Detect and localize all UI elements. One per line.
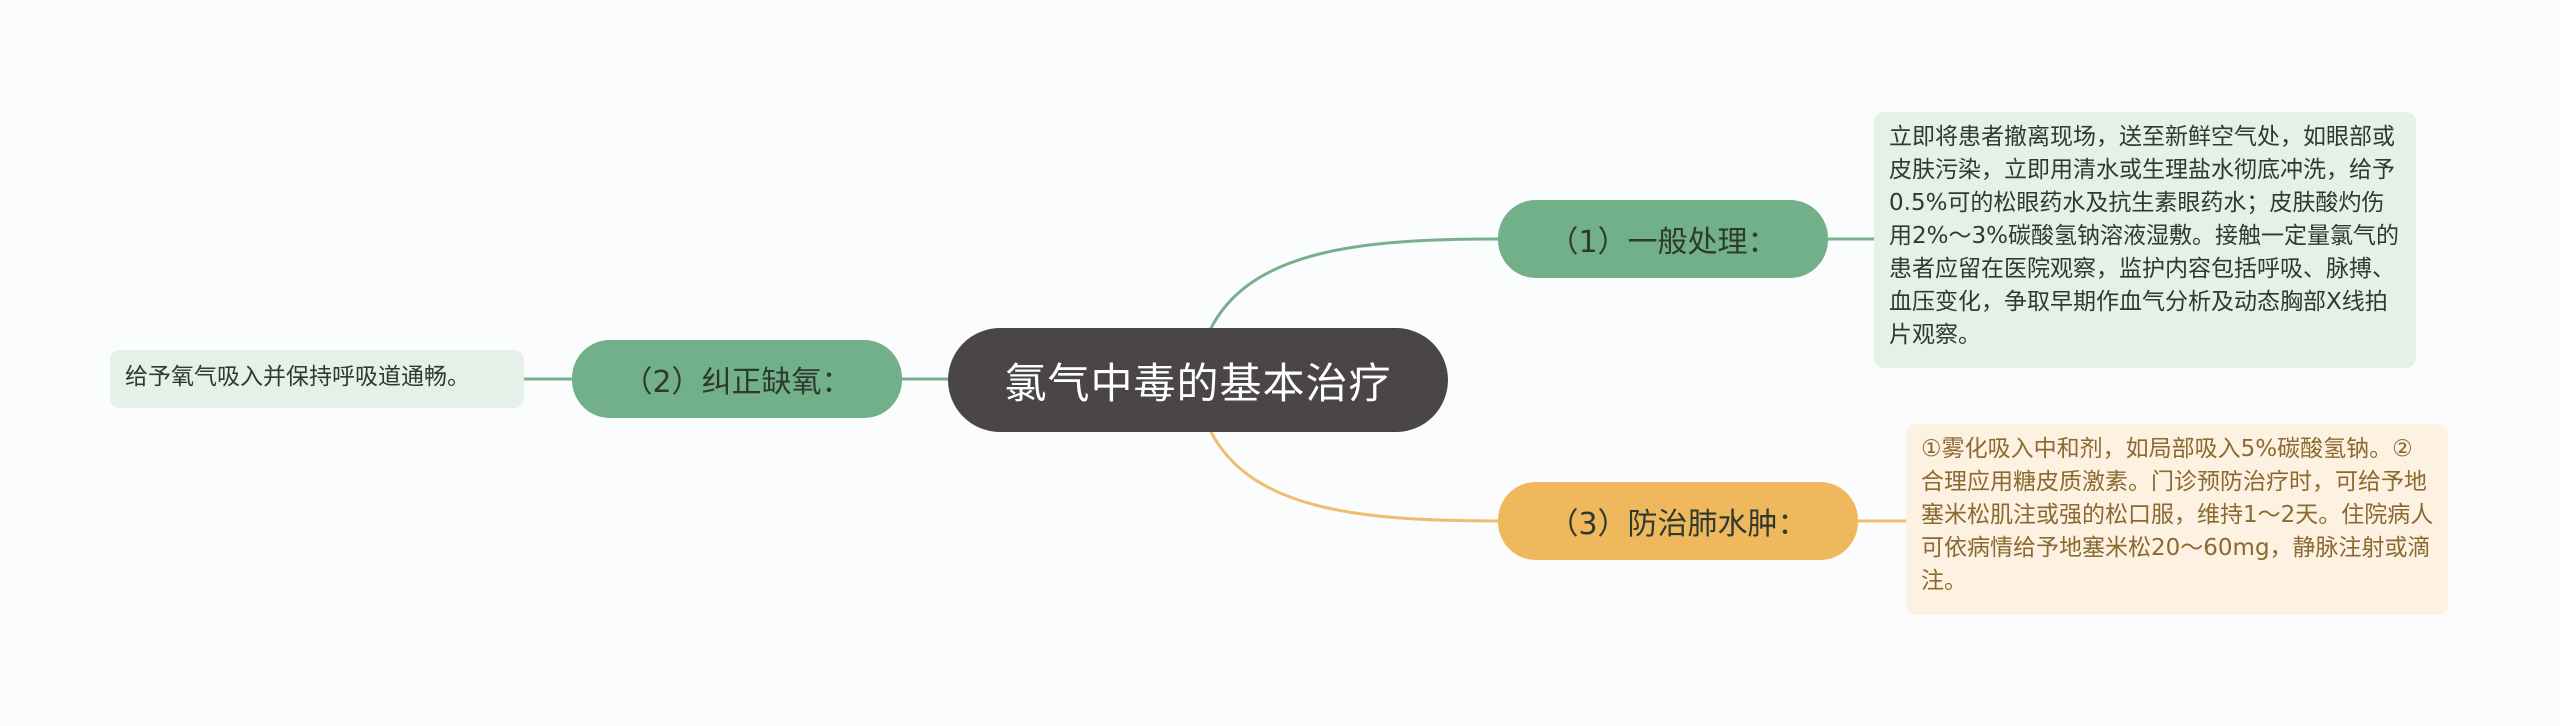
link-root-to-branch-3 — [1208, 429, 1499, 523]
note-text: 立即将患者撤离现场，送至新鲜空气处，如眼部或皮肤污染，立即用清水或生理盐水彻底冲… — [1889, 124, 2399, 348]
branch-pulmonary-edema[interactable]: （3）防治肺水肿： — [1498, 482, 1858, 560]
branch-correct-hypoxia[interactable]: （2）纠正缺氧： — [572, 340, 902, 418]
link-root-to-branch-1 — [1208, 237, 1499, 331]
root-topic-label: 氯气中毒的基本治疗 — [1004, 358, 1392, 408]
branch-label: （3）防治肺水肿： — [1548, 507, 1808, 542]
branch-label: （2）纠正缺氧： — [622, 365, 852, 400]
note-text: 给予氧气吸入并保持呼吸道通畅。 — [125, 364, 470, 390]
branch-label: （1）一般处理： — [1548, 225, 1778, 260]
note-text: ①雾化吸入中和剂，如局部吸入5%碳酸氢钠。②合理应用糖皮质激素。门诊预防治疗时，… — [1921, 436, 2434, 594]
note-pulmonary-edema[interactable]: ①雾化吸入中和剂，如局部吸入5%碳酸氢钠。②合理应用糖皮质激素。门诊预防治疗时，… — [1906, 424, 2448, 615]
note-correct-hypoxia[interactable]: 给予氧气吸入并保持呼吸道通畅。 — [110, 350, 524, 408]
root-topic[interactable]: 氯气中毒的基本治疗 — [948, 328, 1448, 432]
note-general-treatment[interactable]: 立即将患者撤离现场，送至新鲜空气处，如眼部或皮肤污染，立即用清水或生理盐水彻底冲… — [1874, 112, 2416, 368]
branch-general-treatment[interactable]: （1）一般处理： — [1498, 200, 1828, 278]
